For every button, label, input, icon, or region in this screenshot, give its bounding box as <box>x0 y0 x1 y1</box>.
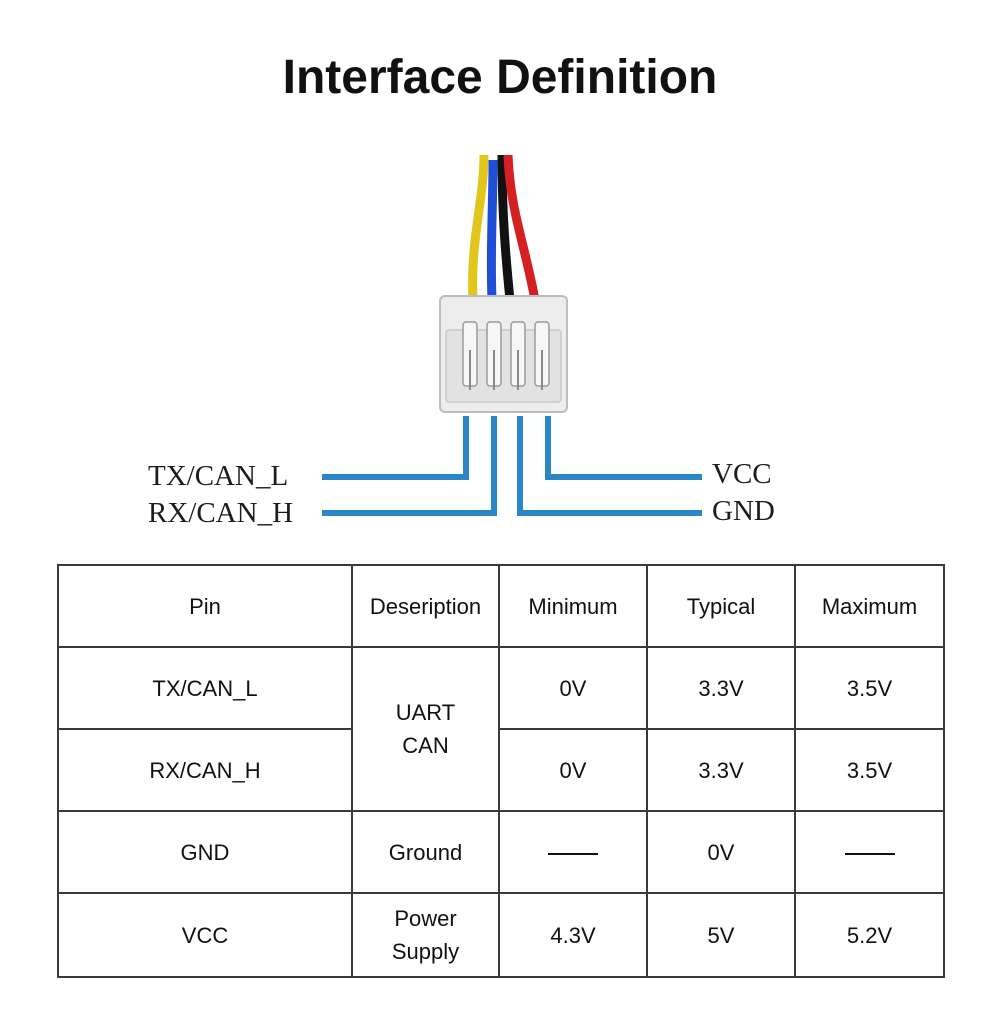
dash-mark <box>844 852 895 855</box>
cell-description: Ground <box>351 810 500 894</box>
cell-maximum: 3.5V <box>794 728 945 812</box>
page-title: Interface Definition <box>282 51 718 104</box>
label-vcc: VCC <box>712 458 772 490</box>
header-description: Deseription <box>351 564 500 648</box>
cell-description-uart-can: UART CAN <box>351 646 500 812</box>
cell-minimum <box>498 810 648 894</box>
cell-minimum: 4.3V <box>498 892 648 978</box>
pin-spec-table: Pin Deseription Minimum Typical Maximum … <box>57 564 945 978</box>
cell-pin: VCC <box>57 892 353 978</box>
label-gnd: GND <box>712 495 775 527</box>
header-minimum: Minimum <box>498 564 648 648</box>
dash-mark <box>548 852 598 855</box>
desc-line: Power <box>394 906 457 931</box>
cell-pin: RX/CAN_H <box>57 728 353 812</box>
desc-line: UART <box>395 700 456 725</box>
cell-typical: 3.3V <box>646 728 796 812</box>
header-maximum: Maximum <box>794 564 945 648</box>
table-row: RX/CAN_H 0V 3.3V 3.5V <box>57 728 945 812</box>
label-tx-can-l: TX/CAN_L <box>148 460 289 492</box>
connector-diagram <box>322 154 702 516</box>
cell-typical: 0V <box>646 810 796 894</box>
header-typical: Typical <box>646 564 796 648</box>
table-row: GND Ground 0V <box>57 810 945 894</box>
desc-line: CAN <box>402 733 449 758</box>
cell-typical: 5V <box>646 892 796 978</box>
table-row: TX/CAN_L UART CAN 0V 3.3V 3.5V <box>57 646 945 812</box>
cell-description: Power Supply <box>351 892 500 978</box>
label-rx-can-h: RX/CAN_H <box>148 497 294 529</box>
wire-yellow <box>468 154 489 301</box>
cell-minimum: 0V <box>498 728 648 812</box>
pin-leader-lines <box>322 416 702 516</box>
wire-black <box>497 154 515 301</box>
wire-blue <box>486 159 498 301</box>
cell-typical: 3.3V <box>646 646 796 730</box>
table-header-row: Pin Deseription Minimum Typical Maximum <box>57 564 945 648</box>
cell-minimum: 0V <box>498 646 648 730</box>
wire-red <box>503 154 540 301</box>
cell-maximum: 5.2V <box>794 892 945 978</box>
cell-pin: TX/CAN_L <box>57 646 353 730</box>
cell-pin: GND <box>57 810 353 894</box>
table-row: VCC Power Supply 4.3V 5V 5.2V <box>57 892 945 978</box>
header-pin: Pin <box>57 564 353 648</box>
desc-line: Supply <box>391 939 460 964</box>
cell-maximum <box>794 810 945 894</box>
cell-maximum: 3.5V <box>794 646 945 730</box>
